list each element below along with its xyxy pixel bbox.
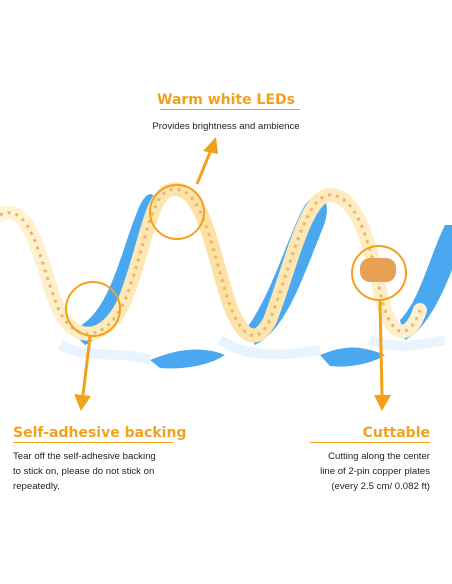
adhesive-arrow (74, 336, 92, 411)
warm-led-strip (0, 182, 427, 343)
self-adhesive-underline (13, 442, 173, 443)
led-callout-circle (149, 184, 205, 240)
warm-white-leds-underline (160, 109, 300, 110)
self-adhesive-line: to stick on, please do not stick on (13, 466, 155, 477)
warm-white-leds-description: Provides brightness and ambience (152, 121, 300, 132)
self-adhesive-title: Self-adhesive backing (13, 425, 187, 441)
led-arrow (195, 137, 218, 185)
cuttable-line: (every 2.5 cm/ 0.082 ft) (331, 481, 430, 492)
cuttable-line: line of 2-pin copper plates (320, 466, 430, 477)
self-adhesive-description: Tear off the self-adhesive backing to st… (13, 449, 193, 494)
cuttable-underline (310, 442, 430, 443)
cuttable-title: Cuttable (362, 425, 430, 441)
cuttable-line: Cutting along the center (328, 451, 430, 462)
self-adhesive-line: Tear off the self-adhesive backing (13, 451, 156, 462)
cuttable-description: Cutting along the center line of 2-pin c… (250, 449, 430, 494)
adhesive-callout-circle (65, 281, 121, 337)
copper-plate (360, 258, 396, 282)
strip-reflection (57, 335, 446, 365)
self-adhesive-line: repeatedly. (13, 481, 60, 492)
warm-white-leds-title: Warm white LEDs (157, 92, 295, 108)
cut-arrow (374, 300, 391, 411)
cut-callout-circle (351, 245, 407, 301)
